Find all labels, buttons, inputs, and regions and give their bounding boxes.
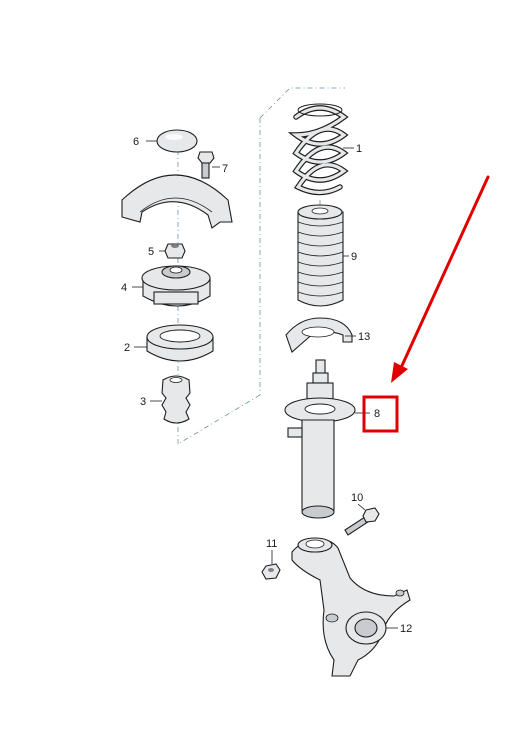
part-2-bearing [146, 324, 214, 362]
highlight-annotation [362, 175, 490, 433]
part-13-spring-seat [285, 317, 353, 353]
label-part-10: 10 [351, 492, 363, 504]
part-7-bolt [197, 151, 215, 179]
label-part-13: 13 [358, 331, 370, 343]
part-12-wheel-bearing-housing [291, 537, 411, 677]
part-9-boot [297, 204, 344, 307]
leader-lines [132, 140, 398, 629]
part-1-coil-spring [287, 103, 349, 196]
label-part-12: 12 [400, 623, 412, 635]
part-6-cap [156, 129, 198, 153]
part-8-shock-absorber [284, 359, 356, 519]
label-part-6: 6 [133, 136, 139, 148]
shield-plate [121, 174, 233, 229]
label-part-5: 5 [148, 246, 154, 258]
label-part-11: 11 [266, 538, 277, 550]
part-4-strut-mount [141, 265, 211, 307]
part-10-pinch-bolt [344, 507, 380, 536]
part-11-nut [261, 563, 281, 580]
label-part-1: 1 [356, 143, 362, 155]
label-part-7: 7 [222, 163, 228, 175]
label-part-4: 4 [121, 282, 127, 294]
label-part-9: 9 [351, 251, 357, 263]
part-5-nut [164, 243, 186, 259]
highlight-box [362, 395, 399, 433]
part-number-labels: 6 7 5 4 2 3 1 9 13 8 10 11 12 [121, 136, 412, 635]
part-3-bump-stop [161, 375, 191, 424]
arrow-head-icon [391, 362, 408, 383]
label-part-8: 8 [374, 408, 380, 420]
label-part-3: 3 [140, 396, 146, 408]
red-arrow-icon [398, 175, 490, 372]
label-part-2: 2 [124, 342, 130, 354]
